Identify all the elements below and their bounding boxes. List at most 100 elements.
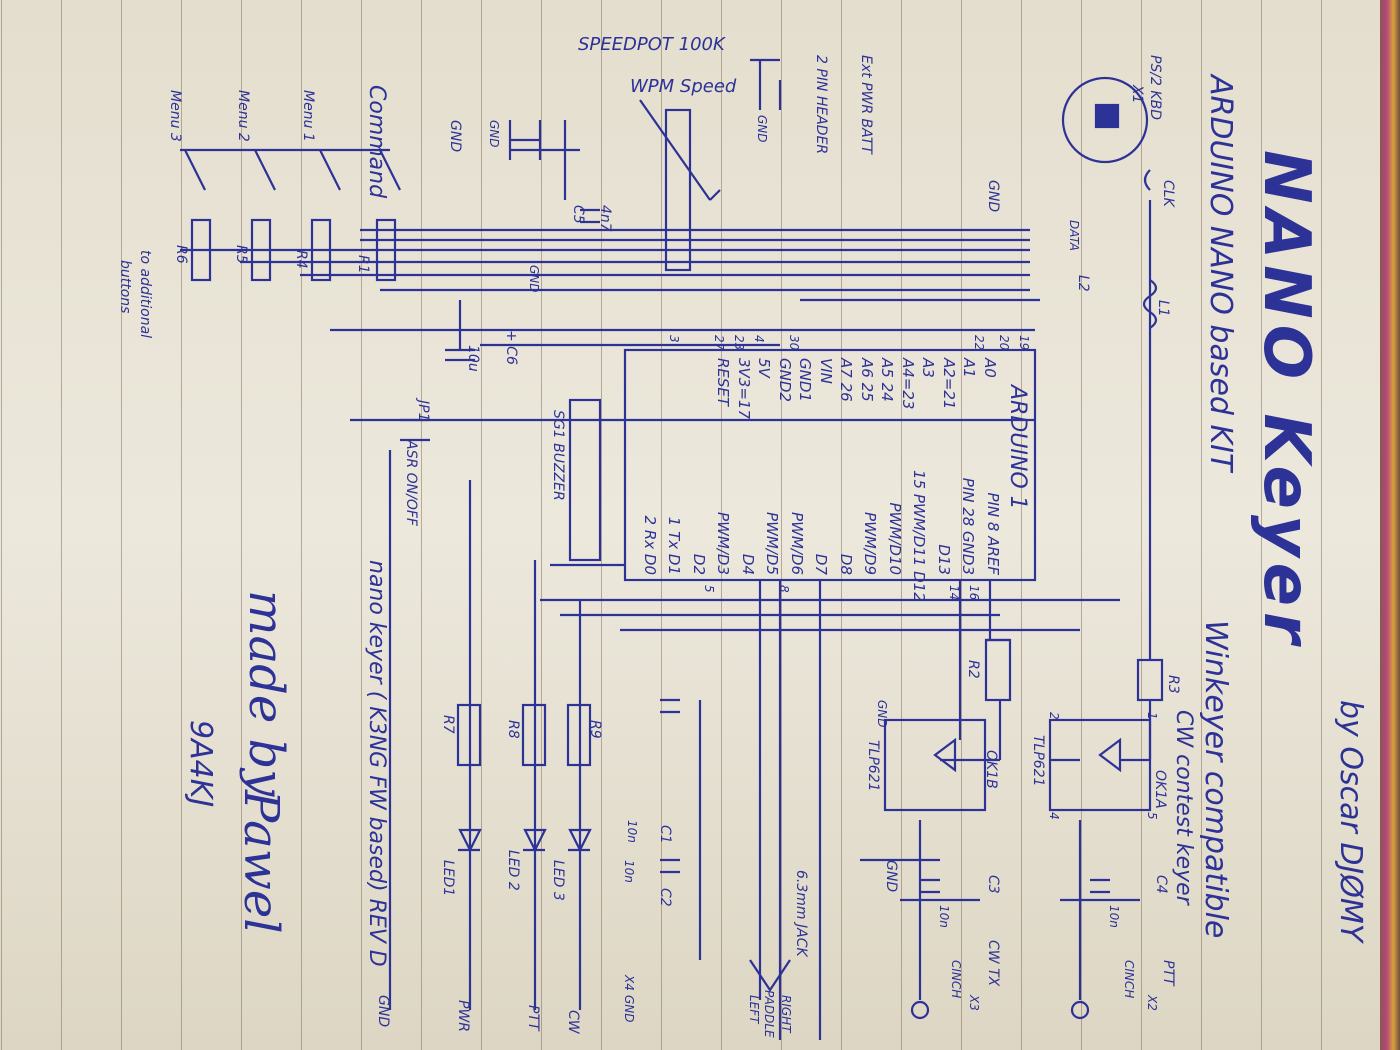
pin-label: PIN 28 GND3: [959, 477, 978, 575]
pin-label: GND1: [796, 358, 815, 402]
pin-label: A6 25: [858, 358, 876, 402]
jack-right-label: RIGHT: [779, 995, 793, 1033]
pin-label: PWM/D5: [763, 512, 782, 575]
pin-label: 2 Rx D0: [641, 515, 659, 575]
c6-label: + C6: [503, 330, 519, 365]
pot-gnd-label: GND: [447, 120, 463, 153]
optocoupler-ok1b: [883, 718, 987, 812]
x1-label: X1: [1129, 85, 1145, 104]
ptt-out-label: PTT: [1160, 960, 1176, 986]
pin-label: A2=21: [940, 358, 958, 410]
cw-tx-label: CW TX: [985, 940, 1001, 987]
r4-label: R4: [293, 250, 309, 269]
pin-number: 19: [1017, 335, 1031, 351]
resistor-r4: [310, 218, 332, 282]
c3-label: C3: [985, 875, 1001, 894]
c6-value: 10u: [465, 345, 481, 372]
led3-label: LED 3: [550, 860, 566, 901]
resistor-r9: [566, 703, 592, 767]
pin-label: 1 Tx D1: [665, 516, 684, 575]
pin-label: 3V3=17: [735, 358, 753, 420]
led1-label: LED1: [440, 860, 456, 897]
c4-value: 10n: [1107, 905, 1121, 928]
r7-label: R7: [440, 715, 456, 734]
pin-label: VIN: [817, 358, 835, 384]
c4-label: C4: [1153, 875, 1169, 894]
pin-label: D8: [837, 553, 855, 575]
c1-label: C1: [657, 825, 673, 844]
tlp621-b-label: TLP621: [865, 740, 881, 792]
r2-label: R2: [965, 660, 981, 679]
x4-label: X4: [622, 975, 636, 991]
menu3-label: Menu 3: [167, 90, 183, 142]
tlp621-a-label: TLP621: [1030, 735, 1046, 787]
pin-number: 30: [787, 335, 801, 351]
speedpot-label: SPEEDPOT 100K: [578, 34, 725, 55]
pin-label: D13: [935, 544, 953, 575]
arduino-outline: [623, 348, 1037, 582]
r9-label: R9: [587, 720, 603, 739]
arduino-left-pins: A0 A1 A2=21 A3 A4=23 A5 24 A6 25 A7 26 V…: [713, 358, 1000, 419]
cw-label: CW: [565, 1010, 581, 1034]
pin-label: D2: [690, 553, 708, 575]
cinch-label: CINCH: [1122, 960, 1136, 999]
revision-label: nano keyer ( K3NG FW based) REV D: [364, 560, 389, 967]
ps2-connector: [1061, 76, 1149, 164]
pin-number: 16: [967, 585, 981, 601]
pin-label: A3: [919, 358, 938, 378]
jack-left-label: LEFT: [747, 995, 761, 1024]
pin-label: D4: [739, 553, 757, 575]
pin-number: 22: [972, 335, 986, 351]
pin-number: 23: [732, 335, 746, 351]
opto-gnd2-label: GND: [875, 700, 889, 728]
supply-gnd2-label: GND: [487, 120, 501, 148]
pin-number: 20: [997, 335, 1011, 351]
subtitle: ARDUINO NANO based KIT: [1203, 75, 1238, 472]
resistor-r1: [375, 218, 397, 282]
r8-label: R8: [505, 720, 521, 739]
l1-label: L1: [1155, 300, 1171, 317]
ps2-label: PS/2 KBD: [1147, 55, 1163, 120]
resistor-r5: [250, 218, 272, 282]
r5-label: R5: [233, 245, 249, 264]
pin-label: A7 26: [837, 358, 856, 402]
x3-label: X3: [967, 995, 981, 1011]
pin-label: 5V: [755, 358, 774, 378]
cinch-label: CINCH: [949, 960, 963, 999]
subtitle-winkeyer: Winkeyer compatible: [1198, 620, 1233, 939]
asr-label: ASR ON/OFF: [403, 440, 419, 526]
pin-number: 3: [667, 335, 681, 343]
callsign: 9A4KJ: [183, 720, 218, 808]
pin-header-label: 2 PIN HEADER: [813, 55, 829, 155]
menu2-label: Menu 2: [235, 90, 251, 142]
pin-number: 14: [947, 585, 961, 601]
pin-label: PWM/D9: [861, 512, 880, 575]
c3-value: 10n: [937, 905, 951, 928]
led2-label: LED 2: [505, 850, 521, 891]
c5-label: C5: [570, 205, 586, 224]
made-by-label: made by: [238, 590, 294, 797]
x2-label: X2: [1145, 995, 1159, 1011]
supply-gnd-label: GND: [527, 265, 541, 293]
clk-label: CLK: [1160, 180, 1176, 207]
speedpot: [664, 108, 692, 272]
l2-label: L2: [1075, 275, 1091, 292]
r1-label: R1: [355, 255, 371, 274]
header-gnd-label: GND: [755, 115, 769, 143]
ext-power-label: Ext PWR BATT: [858, 55, 874, 154]
resistor-r6: [190, 218, 212, 282]
leds-gnd-label: GND: [375, 995, 391, 1028]
pin-1-label: 1: [1145, 712, 1159, 720]
notebook-edge: [1378, 0, 1400, 1050]
wpm-speed-label: WPM Speed: [630, 76, 737, 97]
pwr-label: PWR: [455, 1000, 471, 1033]
c2-label: C2: [657, 888, 673, 907]
arduino-right-pins: PIN 8 AREF PIN 28 GND3 D13 15 PWM/D11 D1…: [638, 470, 1006, 602]
pin-label: PWM/D3: [714, 512, 733, 575]
pin-number: 27: [712, 335, 726, 351]
additional-buttons-note-2: buttons: [117, 260, 133, 314]
ptt-label: PTT: [525, 1005, 541, 1031]
buzzer: [568, 398, 602, 562]
